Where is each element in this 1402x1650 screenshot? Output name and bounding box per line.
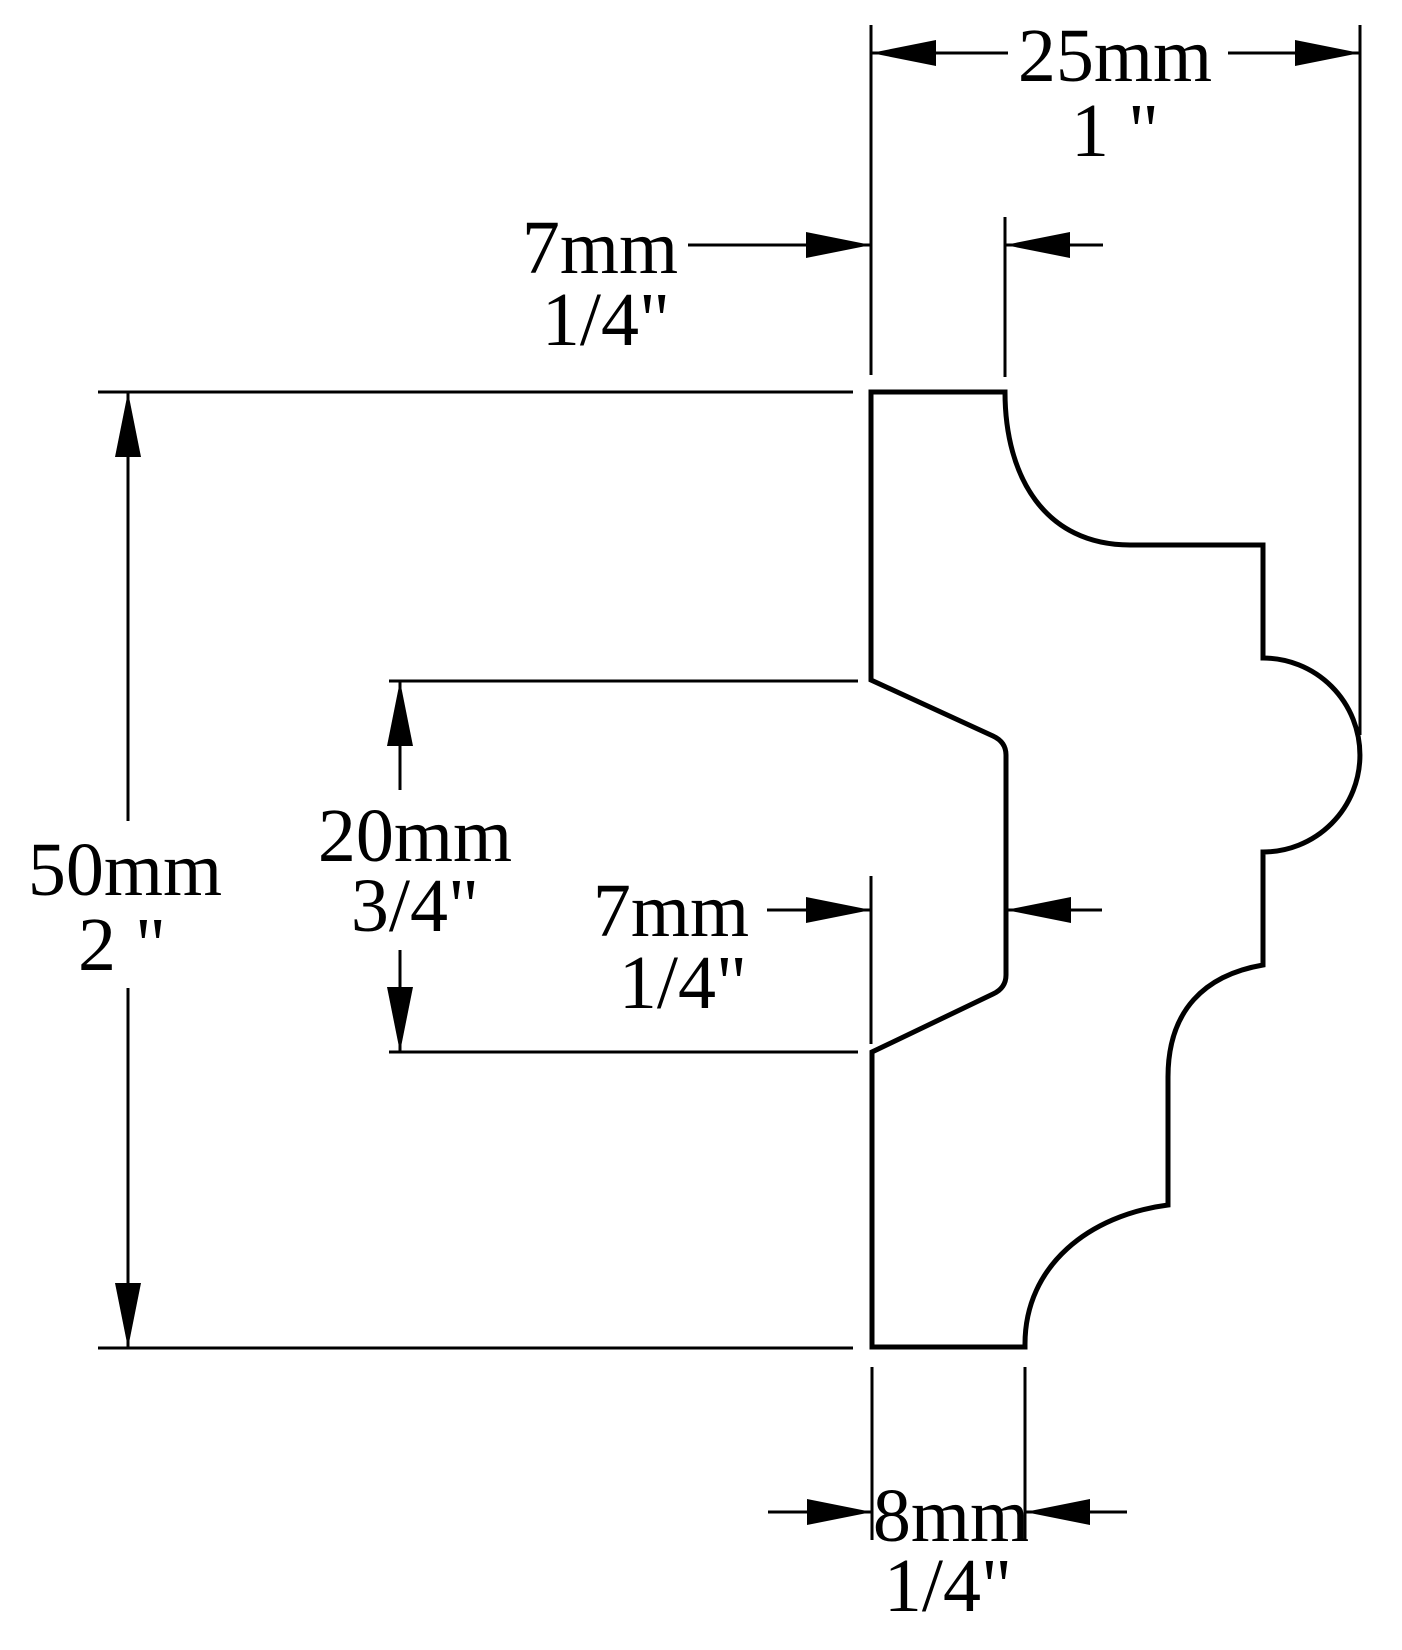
arrowhead-right-icon <box>1295 40 1360 66</box>
arrowhead-down-icon <box>115 1283 141 1348</box>
label-channel-height-metric: 20mm <box>318 794 512 878</box>
label-overall-height-metric: 50mm <box>28 828 222 912</box>
label-base-width-imperial: 1/4" <box>884 1544 1012 1628</box>
label-channel-depth-metric: 7mm <box>593 869 749 953</box>
label-channel-depth-imperial: 1/4" <box>619 941 747 1025</box>
extension-lines <box>98 25 1362 1540</box>
arrowhead-down-icon <box>387 987 413 1052</box>
label-base-width-metric: 8mm <box>873 1474 1029 1558</box>
arrowhead-left-icon <box>871 40 936 66</box>
dimension-overall-height: 50mm 2 " <box>28 392 222 1348</box>
label-overall-width-metric: 25mm <box>1018 14 1212 98</box>
arrowhead-right-icon <box>806 897 871 923</box>
label-top-reveal-imperial: 1/4" <box>542 278 670 362</box>
label-channel-height-imperial: 3/4" <box>351 864 479 948</box>
profile-outline <box>868 389 1363 1350</box>
dimension-top-reveal: 7mm 1/4" <box>522 206 1103 362</box>
arrowhead-left-icon <box>1005 232 1070 258</box>
dimension-channel-depth: 7mm 1/4" <box>593 869 1102 1025</box>
label-overall-height-imperial: 2 " <box>78 903 166 987</box>
arrowhead-up-icon <box>387 681 413 746</box>
dimension-base-width: 8mm 1/4" <box>768 1474 1127 1628</box>
dimension-overall-width: 25mm 1 " <box>871 14 1360 173</box>
dimension-channel-height: 20mm 3/4" <box>318 681 512 1052</box>
arrowhead-left-icon <box>1025 1499 1090 1525</box>
arrowhead-left-icon <box>1006 897 1071 923</box>
arrowhead-right-icon <box>806 232 871 258</box>
label-overall-width-imperial: 1 " <box>1071 89 1159 173</box>
arrowhead-right-icon <box>807 1499 872 1525</box>
arrowhead-up-icon <box>115 392 141 457</box>
label-top-reveal-metric: 7mm <box>522 206 678 290</box>
